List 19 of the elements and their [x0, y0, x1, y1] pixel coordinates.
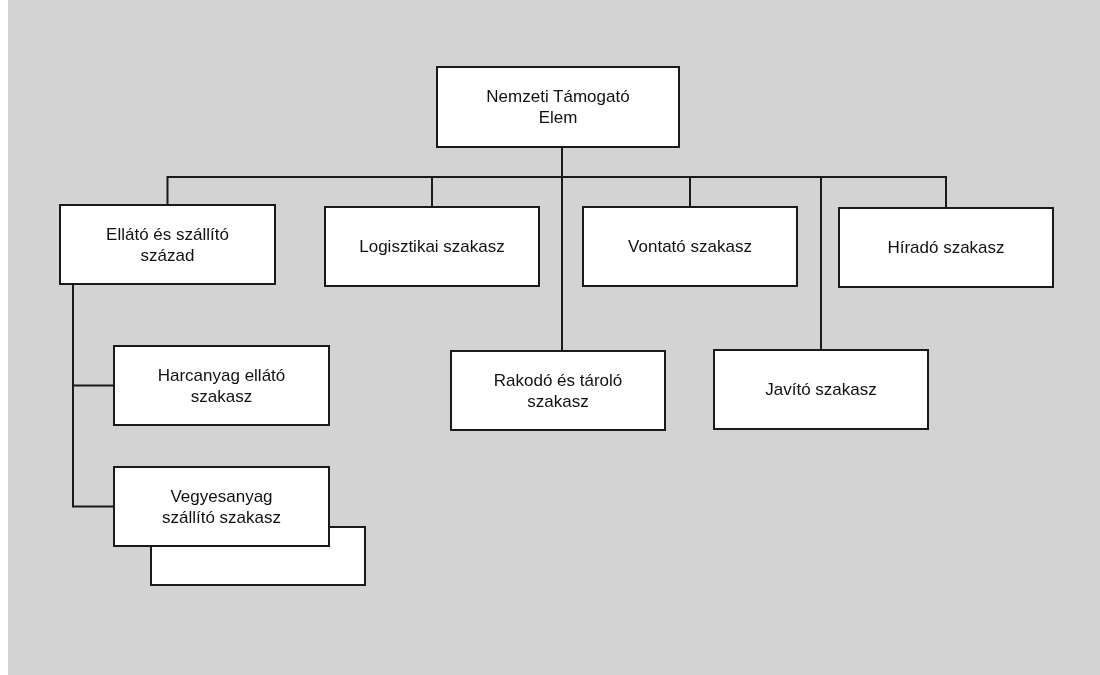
- unit-label: Vegyesanyag szállító szakasz: [160, 485, 282, 528]
- unit-box: [450, 350, 666, 431]
- connector-line: [72, 284, 114, 508]
- unit-box: [113, 466, 330, 547]
- unit-label: Ellátó és szállító század: [105, 223, 230, 266]
- unit-label: Rakodó és tároló szakasz: [492, 369, 624, 412]
- unit-label: Javító szakasz: [765, 379, 877, 400]
- unit-label: Nemzeti Támogató Elem: [485, 86, 631, 128]
- unit-box: [59, 204, 276, 285]
- unit-box: [436, 66, 680, 148]
- unit-box: [113, 345, 330, 426]
- unit-label: Híradó szakasz: [887, 237, 1005, 258]
- unit-box: [582, 206, 798, 287]
- unit-box: [713, 349, 929, 430]
- unit-label: Harcanyag ellátó szakasz: [156, 364, 287, 407]
- unit-label: Logisztikai szakasz: [359, 236, 505, 257]
- unit-box: [838, 207, 1054, 288]
- unit-label: Vontató szakasz: [628, 236, 752, 257]
- unit-box: [324, 206, 540, 287]
